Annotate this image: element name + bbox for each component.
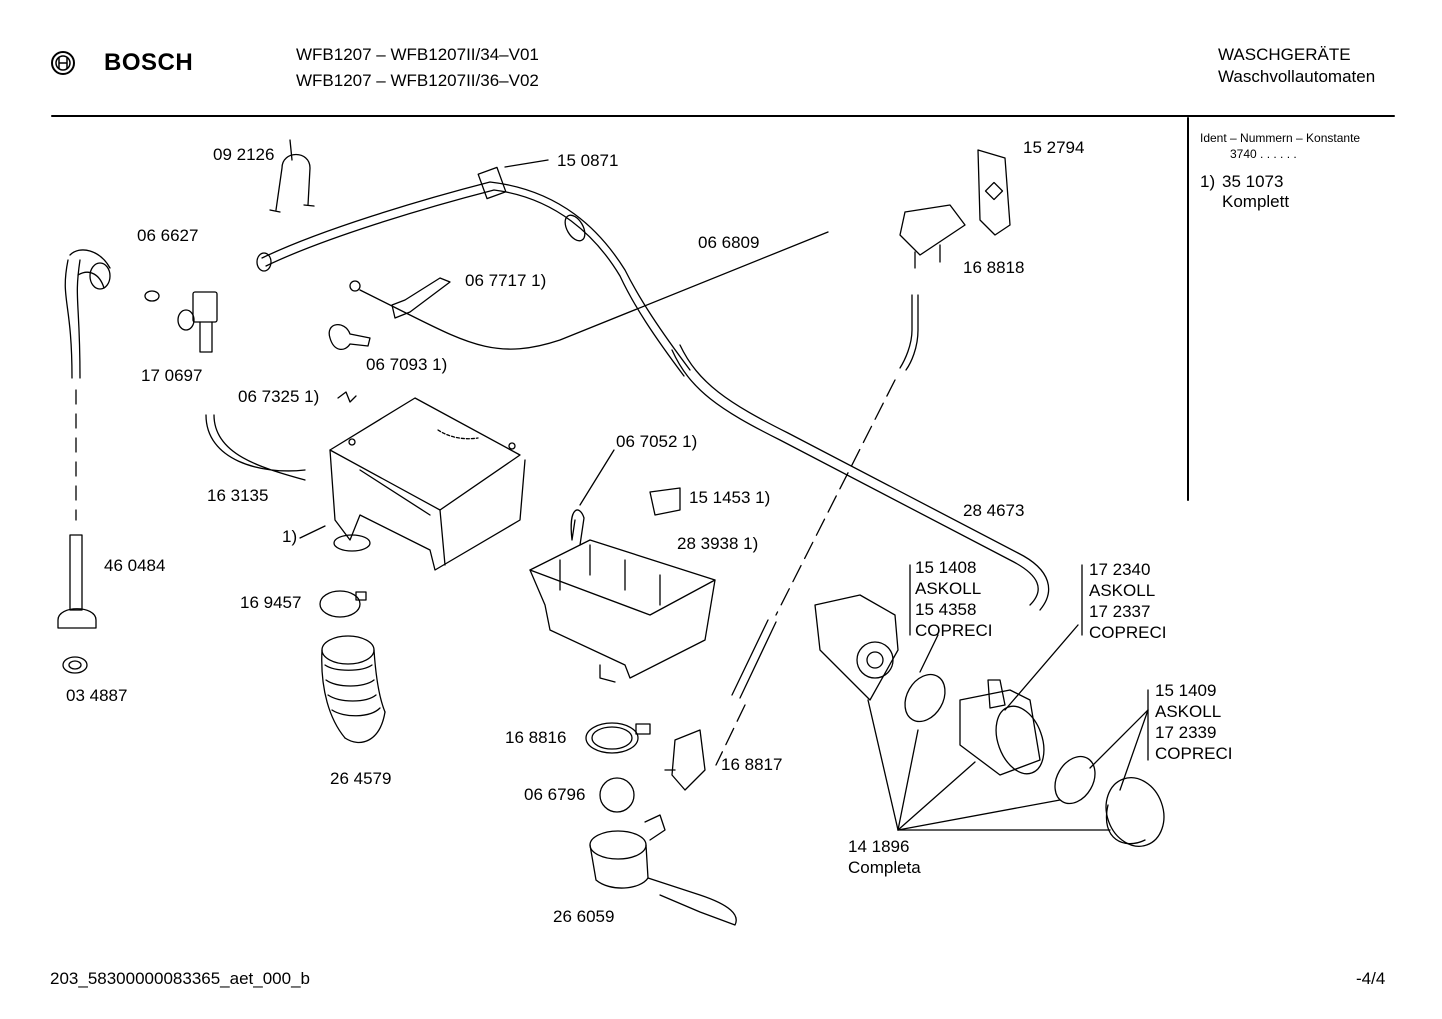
part-label: 16 8817 — [721, 755, 783, 774]
part-label: 17 2340 — [1089, 560, 1151, 579]
connector-part-168818 — [899, 149, 1011, 269]
lever-part — [391, 277, 451, 319]
clip-part-067052 — [570, 509, 585, 546]
hose-part-150871 — [256, 159, 691, 377]
part-label: 06 7325 1) — [238, 387, 320, 406]
cable-part-066809 — [349, 231, 829, 350]
part-label: 06 7717 1) — [465, 271, 547, 290]
bellows-part-264579 — [321, 635, 386, 744]
part-label: 15 0871 — [557, 151, 619, 170]
part-label: 06 6796 — [524, 785, 586, 804]
part-label: ASKOLL — [1155, 702, 1222, 721]
sensor-part-168817 — [664, 729, 706, 791]
part-label: 09 2126 — [213, 145, 275, 164]
document-id: 203_58300000083365_aet_000_b — [50, 969, 310, 988]
part-label: 16 3135 — [207, 486, 269, 505]
part-label: 06 7052 1) — [616, 432, 698, 451]
part-label: 06 6809 — [698, 233, 760, 252]
ident-title: Ident – Nummern – Konstante — [1200, 131, 1361, 145]
part-label: 17 0697 — [141, 366, 203, 385]
category: WASCHGERÄTE — [1218, 45, 1351, 64]
part-label: 28 4673 — [963, 501, 1025, 520]
part-label: 15 4358 — [915, 600, 977, 619]
part-label: 1) — [282, 527, 298, 546]
model-line-1: WFB1207 – WFB1207II/34–V01 — [296, 45, 539, 64]
part-label: 06 7093 1) — [366, 355, 448, 374]
model-line-2: WFB1207 – WFB1207II/36–V02 — [296, 71, 539, 90]
part-label: 14 1896 — [848, 837, 910, 856]
ball-part-066796 — [599, 777, 635, 813]
part-label: Completa — [848, 858, 921, 877]
hose-clamp-part-168816 — [585, 722, 651, 754]
pressure-tube-part — [715, 294, 919, 766]
part-label: 16 8818 — [963, 258, 1025, 277]
note-text: Komplett — [1222, 192, 1290, 211]
note-marker: 1) — [1200, 172, 1216, 191]
part-label: COPRECI — [1089, 623, 1167, 642]
key-part — [328, 324, 371, 350]
hose-part-284673 — [671, 344, 1050, 611]
drawer-insert-part — [529, 539, 716, 683]
valve-part-170697 — [177, 291, 218, 353]
fork-clip-part — [269, 139, 315, 213]
part-label: 15 1408 — [915, 558, 977, 577]
part-label: 28 3938 1) — [677, 534, 759, 553]
subcategory: Waschvollautomaten — [1218, 67, 1376, 86]
part-label: 15 1453 1) — [689, 488, 771, 507]
part-label: COPRECI — [915, 621, 993, 640]
part-label: 06 6627 — [137, 226, 199, 245]
pump-leader-lines — [867, 564, 1149, 831]
part-label: 15 1409 — [1155, 681, 1217, 700]
cover-part-151453 — [649, 487, 681, 516]
part-label: ASKOLL — [915, 579, 982, 598]
note-number: 35 1073 — [1222, 172, 1284, 191]
hose-part-163135 — [205, 414, 306, 481]
part-label: 16 8816 — [505, 728, 567, 747]
part-label: ASKOLL — [1089, 581, 1156, 600]
drawer-housing-part — [299, 397, 526, 571]
part-label: 16 9457 — [240, 593, 302, 612]
spring-part — [337, 391, 357, 403]
ident-value: 3740 . . . . . . — [1230, 147, 1297, 161]
part-label: COPRECI — [1155, 744, 1233, 763]
hose-clamp-part-169457 — [319, 590, 367, 618]
part-label: 03 4887 — [66, 686, 128, 705]
drain-hose-part — [57, 249, 160, 674]
part-label: 17 2339 — [1155, 723, 1217, 742]
part-label: 46 0484 — [104, 556, 166, 575]
brand-name: BOSCH — [104, 49, 194, 76]
bosch-logo-icon — [51, 51, 75, 75]
page-number: -4/4 — [1356, 969, 1386, 988]
sump-part-266059 — [589, 814, 737, 926]
part-label: 15 2794 — [1023, 138, 1085, 157]
part-label: 17 2337 — [1089, 602, 1151, 621]
pump-part-141896 — [814, 594, 1165, 847]
part-label: 26 4579 — [330, 769, 392, 788]
part-label: 26 6059 — [553, 907, 615, 926]
